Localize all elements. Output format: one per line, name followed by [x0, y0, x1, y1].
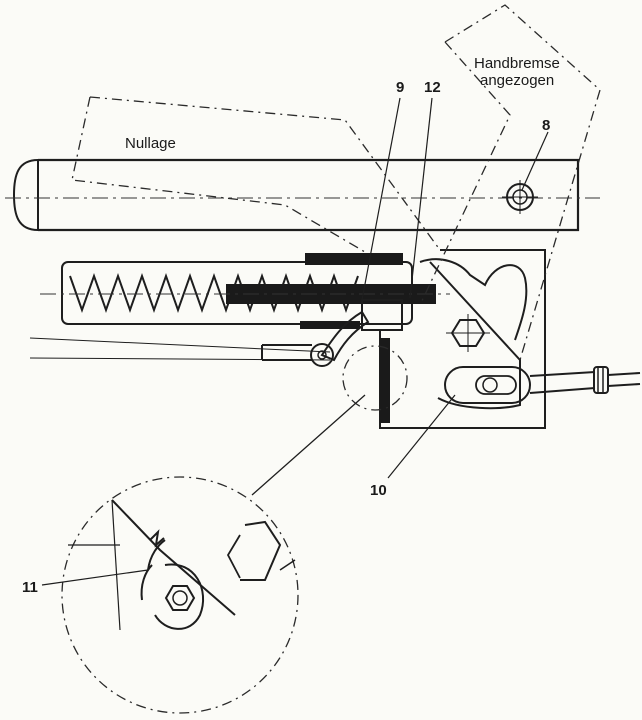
detail-view: [61, 345, 408, 714]
lever-body: [5, 158, 600, 232]
bracket-plate: [379, 249, 546, 429]
hex-nut: [446, 314, 490, 352]
label-handbremse-line2: angezogen: [480, 72, 554, 89]
spring-housing: [40, 253, 450, 329]
label-9: 9: [396, 79, 404, 96]
cable-assembly: [444, 366, 641, 404]
label-nullage: Nullage: [125, 135, 176, 152]
label-11: 11: [22, 579, 38, 596]
pivot-8: [502, 180, 538, 214]
label-8: 8: [542, 117, 550, 134]
label-10: 10: [370, 482, 387, 499]
nullage-outline: [71, 96, 441, 253]
handbremse-outline: [419, 4, 601, 361]
label-12: 12: [424, 79, 441, 96]
label-handbremse-line1: Handbremse: [474, 55, 560, 72]
